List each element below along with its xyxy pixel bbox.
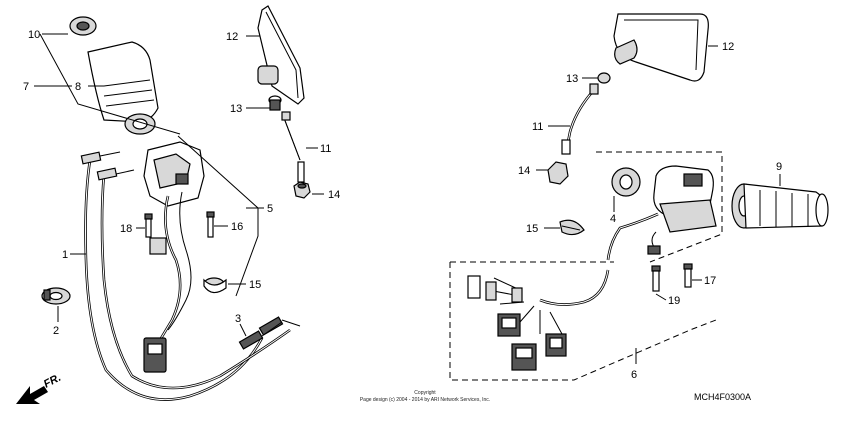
- callout-12: 12: [226, 31, 238, 43]
- callout-15-right: 15: [526, 223, 538, 235]
- right-wiring-harness-part[interactable]: [467, 212, 661, 371]
- callout-14-right: 14: [518, 165, 530, 177]
- callout-14: 14: [328, 189, 340, 201]
- callout-5: 5: [267, 203, 273, 215]
- front-direction-marker: FR.: [16, 372, 63, 404]
- left-mirror-part[interactable]: [257, 5, 305, 111]
- right-switch-housing-part[interactable]: [611, 165, 717, 233]
- callout-11: 11: [320, 143, 331, 155]
- grip-assembly-bracket-line: [39, 33, 181, 135]
- switch-screw-part[interactable]: [144, 211, 215, 238]
- cable-clip-part[interactable]: [41, 287, 71, 305]
- callout-15: 15: [249, 279, 261, 291]
- callout-11-right: 11: [532, 121, 543, 133]
- callout-1: 1: [62, 249, 68, 261]
- callout-17: 17: [704, 275, 716, 287]
- callout-2: 2: [53, 325, 59, 337]
- right-mirror-stem-part[interactable]: [547, 83, 599, 185]
- left-mirror-stem-part[interactable]: [281, 111, 311, 199]
- callout-13: 13: [230, 103, 242, 115]
- right-cable-clamp-part[interactable]: [559, 219, 585, 236]
- cable-clamp-part[interactable]: [203, 277, 227, 294]
- leader-lines: [34, 33, 781, 364]
- left-switch-housing-part[interactable]: [143, 141, 205, 373]
- direction-label: FR.: [42, 372, 63, 391]
- callout-19: 19: [668, 295, 680, 307]
- copyright-line-1: Copyright: [414, 390, 436, 396]
- callout-10: 10: [28, 29, 40, 41]
- copyright-line-2: Page design (c) 2004 - 2014 by ARI Netwo…: [360, 397, 490, 403]
- callout-8: 8: [75, 81, 81, 93]
- callout-9: 9: [776, 161, 782, 173]
- harness-assembly-bracket-line: [449, 151, 723, 381]
- switch-assembly-bracket-line: [177, 135, 259, 297]
- callout-6: 6: [631, 369, 637, 381]
- right-screw-part[interactable]: [651, 263, 693, 292]
- callout-labels: 1 2 3 4 5 6 7 8 9 10 11 12 13 14 15 16 1…: [23, 29, 782, 381]
- callout-4: 4: [610, 213, 616, 225]
- throttle-grip-part[interactable]: [69, 16, 159, 135]
- callout-7: 7: [23, 81, 29, 93]
- right-mirror-part[interactable]: [597, 13, 709, 84]
- callout-12-right: 12: [722, 41, 734, 53]
- callout-3: 3: [235, 313, 241, 325]
- callout-18: 18: [120, 223, 132, 235]
- callout-13-right: 13: [566, 73, 578, 85]
- diagram-code: MCH4F0300A: [694, 392, 751, 402]
- callout-16: 16: [231, 221, 243, 233]
- front-direction-arrow-icon: [16, 386, 48, 404]
- right-grip-part[interactable]: [731, 183, 829, 229]
- throttle-cable-part[interactable]: [80, 151, 301, 401]
